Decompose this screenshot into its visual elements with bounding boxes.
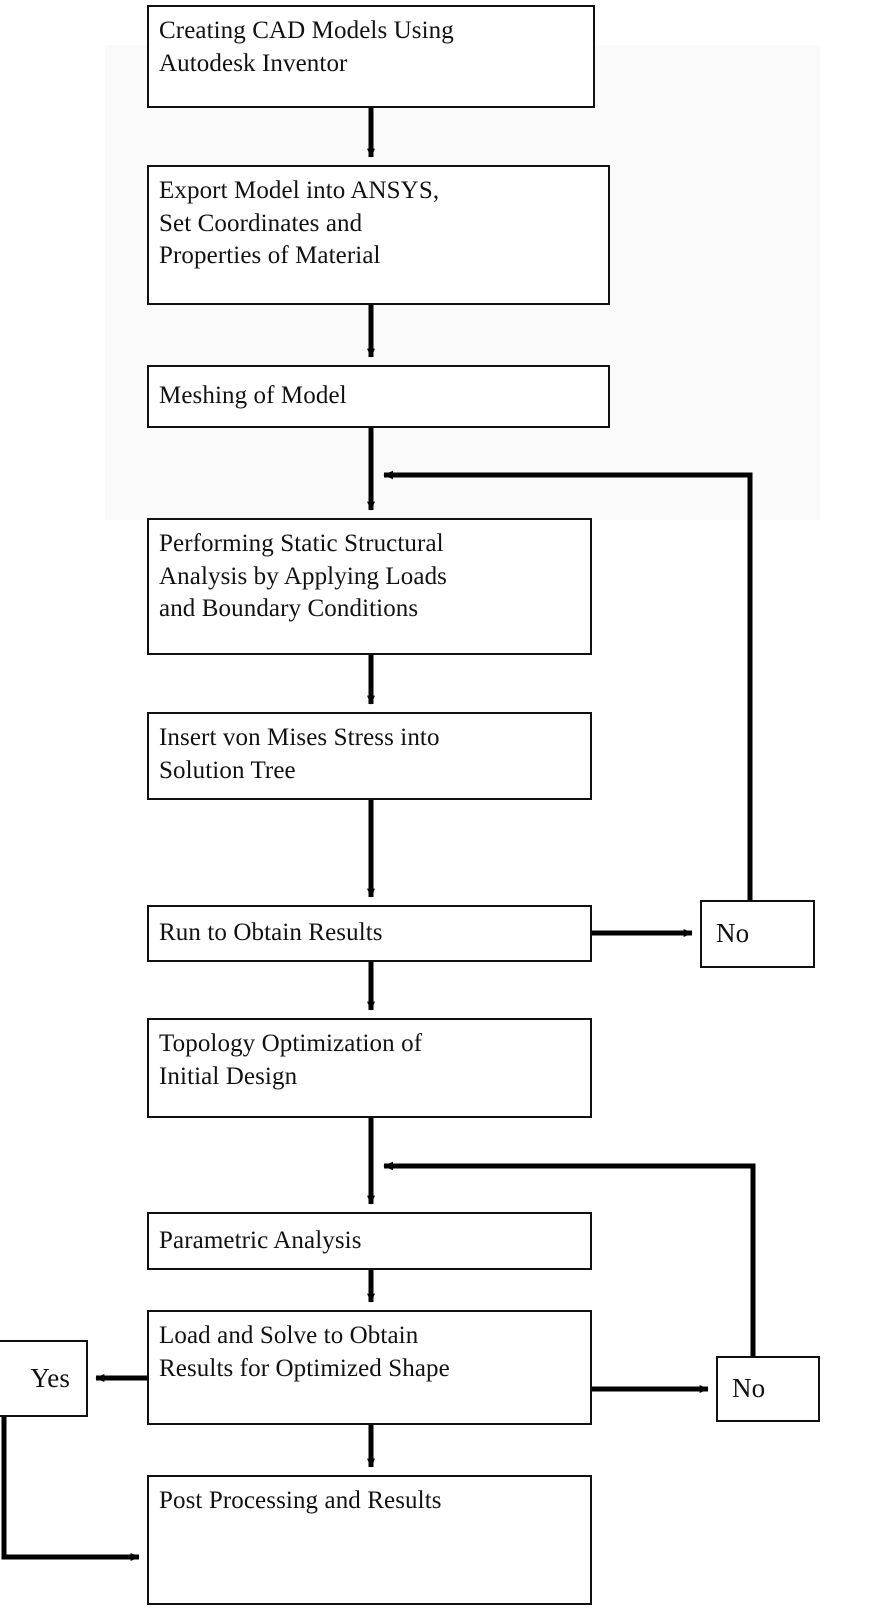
node-load-and-solve[interactable]: Load and Solve to Obtain Results for Opt… — [147, 1310, 592, 1425]
node-yes[interactable]: Yes — [0, 1340, 88, 1417]
node-export-model[interactable]: Export Model into ANSYS, Set Coordinates… — [147, 165, 610, 305]
node-topology-optimization[interactable]: Topology Optimization of Initial Design — [147, 1018, 592, 1118]
node-von-mises[interactable]: Insert von Mises Stress into Solution Tr… — [147, 712, 592, 800]
node-run-results[interactable]: Run to Obtain Results — [147, 905, 592, 962]
node-create-cad[interactable]: Creating CAD Models Using Autodesk Inven… — [147, 5, 595, 108]
node-static-structural[interactable]: Performing Static Structural Analysis by… — [147, 518, 592, 655]
edge-yes-to-post — [1, 1417, 140, 1561]
node-no-first[interactable]: No — [700, 900, 815, 968]
node-post-processing[interactable]: Post Processing and Results — [147, 1475, 592, 1605]
node-meshing[interactable]: Meshing of Model — [147, 365, 610, 428]
node-no-second[interactable]: No — [716, 1356, 820, 1422]
node-parametric-analysis[interactable]: Parametric Analysis — [147, 1212, 592, 1270]
